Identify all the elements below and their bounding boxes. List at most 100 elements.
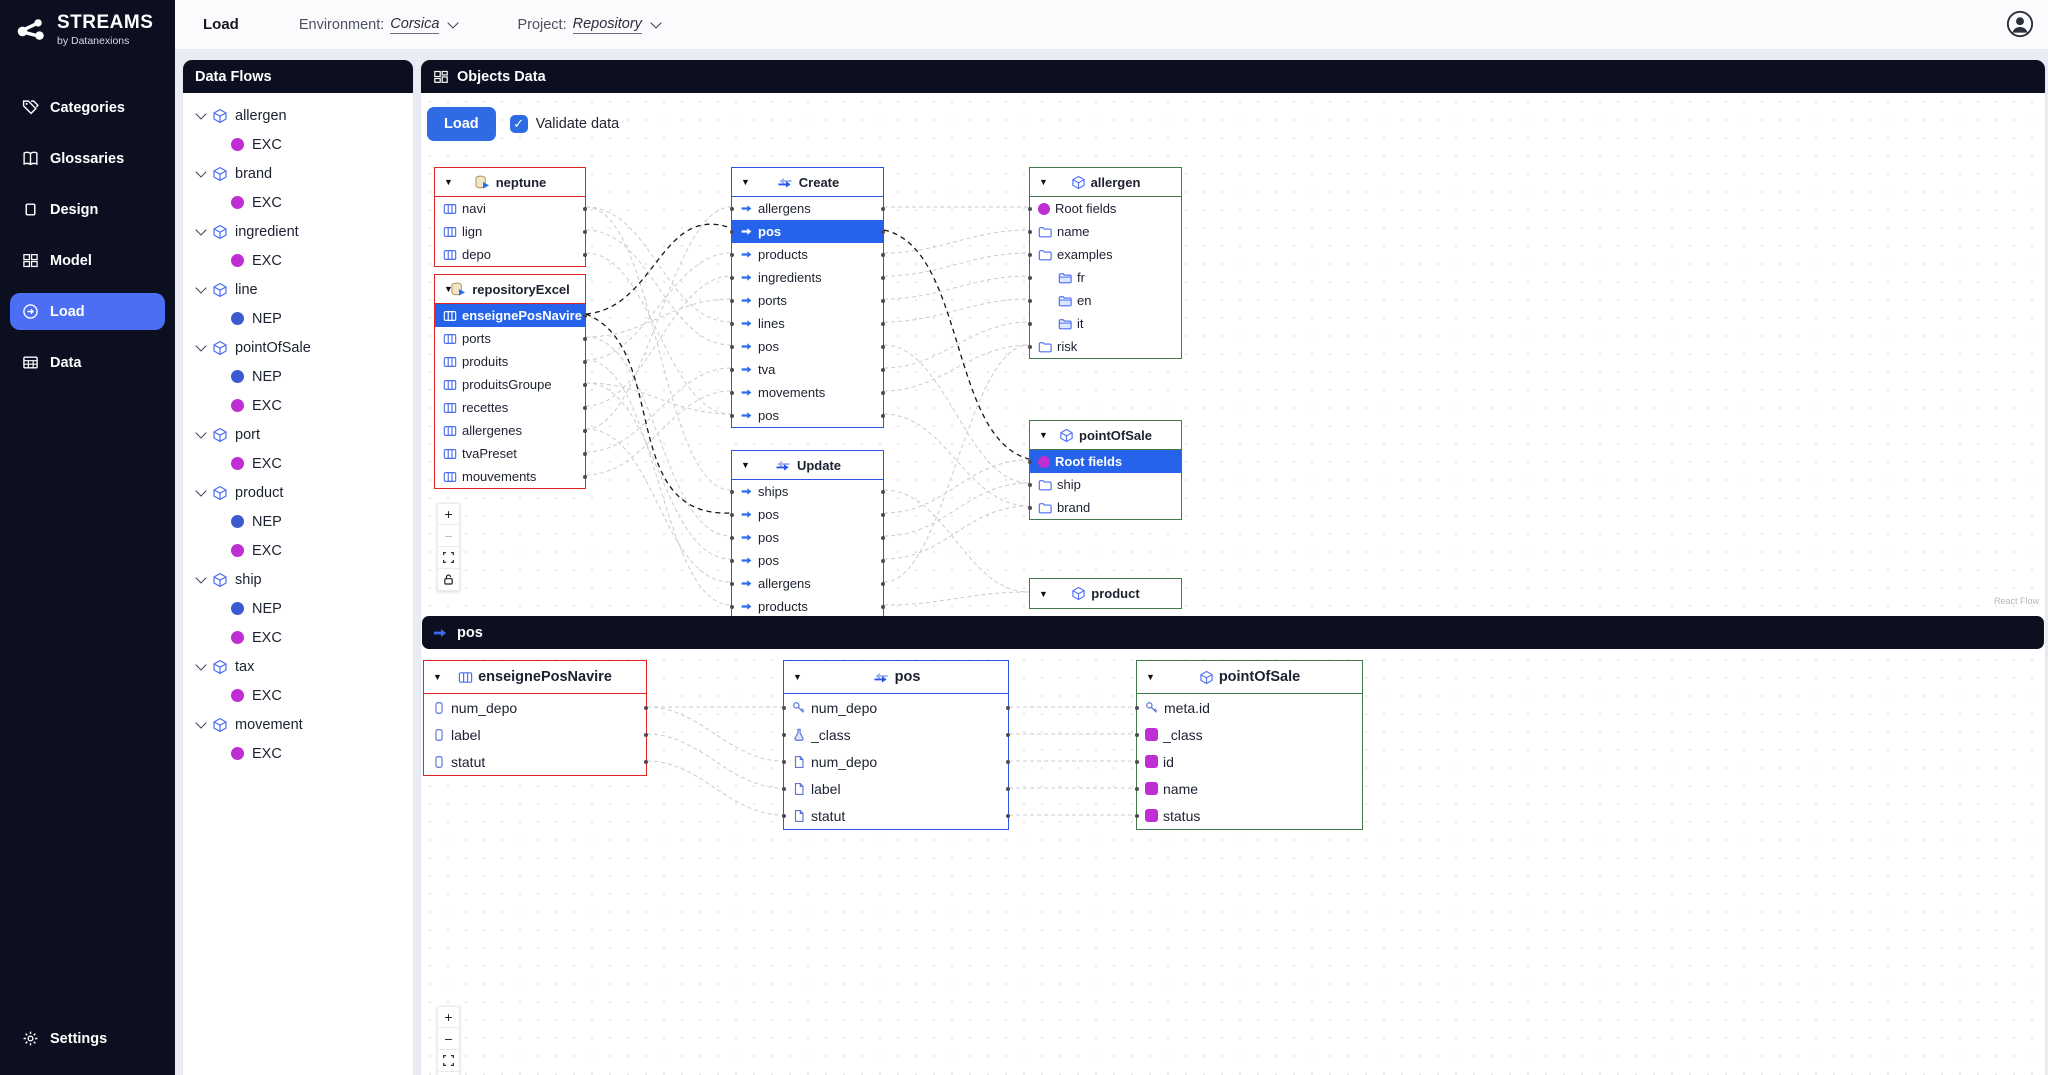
fit-view-button[interactable] bbox=[437, 547, 460, 569]
node-pointofsale-detail[interactable]: ▼pointOfSale meta.id _class id name stat… bbox=[1135, 660, 1363, 830]
fit-view-button[interactable] bbox=[437, 1050, 460, 1072]
node-row[interactable]: allergens bbox=[730, 197, 885, 220]
environment-value[interactable]: Corsica bbox=[390, 15, 440, 34]
node-row[interactable]: lines bbox=[730, 312, 885, 335]
node-row[interactable]: statut bbox=[782, 802, 1010, 829]
node-pos-detail[interactable]: ▼pos num_depo _class num_depo label stat… bbox=[782, 660, 1010, 830]
node-row[interactable]: ship bbox=[1028, 473, 1181, 496]
tree-item-exc[interactable]: EXC bbox=[189, 739, 407, 768]
node-row[interactable]: statut bbox=[424, 748, 648, 775]
collapse-caret-icon[interactable]: ▼ bbox=[433, 672, 442, 682]
tree-item-exc[interactable]: EXC bbox=[189, 188, 407, 217]
node-row[interactable]: pos bbox=[730, 404, 885, 427]
collapse-caret-icon[interactable]: ▼ bbox=[1039, 177, 1048, 187]
project-value[interactable]: Repository bbox=[572, 15, 642, 34]
node-row[interactable]: label bbox=[782, 775, 1010, 802]
tree-item-allergen[interactable]: allergen bbox=[189, 101, 407, 130]
node-row[interactable]: num_depo bbox=[782, 694, 1010, 721]
node-row[interactable]: risk bbox=[1028, 335, 1181, 358]
collapse-caret-icon[interactable]: ▼ bbox=[444, 284, 453, 294]
node-row-selected[interactable]: Root fields bbox=[1028, 450, 1181, 473]
node-row[interactable]: navi bbox=[435, 197, 587, 220]
lock-button[interactable] bbox=[437, 569, 460, 591]
tree-item-movement[interactable]: movement bbox=[189, 710, 407, 739]
node-row[interactable]: pos bbox=[730, 526, 885, 549]
node-row[interactable]: num_depo bbox=[782, 748, 1010, 775]
tree-item-exc[interactable]: EXC bbox=[189, 130, 407, 159]
zoom-out-button[interactable]: − bbox=[437, 1028, 460, 1050]
node-row[interactable]: examples bbox=[1028, 243, 1181, 266]
tree-item-port[interactable]: port bbox=[189, 420, 407, 449]
node-row[interactable]: products bbox=[730, 243, 885, 266]
node-allergen[interactable]: ▼allergen Root fields name examples fr e… bbox=[1028, 167, 1182, 359]
node-row[interactable]: fr bbox=[1028, 266, 1181, 289]
user-avatar[interactable] bbox=[2006, 10, 2034, 38]
node-pointofsale[interactable]: ▼pointOfSale Root fields ship brand bbox=[1028, 420, 1182, 520]
node-row[interactable]: ships bbox=[730, 480, 885, 503]
node-row[interactable]: name bbox=[1135, 775, 1362, 802]
collapse-caret-icon[interactable]: ▼ bbox=[1146, 672, 1155, 682]
tree-item-nep[interactable]: NEP bbox=[189, 594, 407, 623]
node-row[interactable]: allergenes bbox=[435, 419, 587, 442]
node-row[interactable]: produitsGroupe bbox=[435, 373, 587, 396]
tree-item-ship[interactable]: ship bbox=[189, 565, 407, 594]
node-row[interactable]: movements bbox=[730, 381, 885, 404]
validate-data-checkbox[interactable]: ✓ bbox=[509, 115, 528, 133]
tree-item-nep[interactable]: NEP bbox=[189, 304, 407, 333]
tree-item-exc[interactable]: EXC bbox=[189, 623, 407, 652]
zoom-out-button[interactable]: − bbox=[437, 525, 460, 547]
node-update[interactable]: ▼Update ships pos pos pos allergens prod… bbox=[730, 450, 885, 619]
node-row[interactable]: produits bbox=[435, 350, 587, 373]
node-row[interactable]: ingredients bbox=[730, 266, 885, 289]
sidebar-item-data[interactable]: Data bbox=[10, 344, 165, 381]
tree-item-exc[interactable]: EXC bbox=[189, 246, 407, 275]
node-row[interactable]: pos bbox=[730, 549, 885, 572]
collapse-caret-icon[interactable]: ▼ bbox=[1039, 430, 1048, 440]
node-row[interactable]: depo bbox=[435, 243, 587, 266]
node-row-selected[interactable]: pos bbox=[730, 220, 885, 243]
node-row[interactable]: products bbox=[730, 595, 885, 618]
node-repository-excel[interactable]: ▼repositoryExcel enseignePosNavire ports… bbox=[434, 274, 587, 489]
tree-item-exc[interactable]: EXC bbox=[189, 391, 407, 420]
environment-selector[interactable]: Environment: Corsica bbox=[299, 15, 460, 34]
node-row[interactable]: en bbox=[1028, 289, 1181, 312]
node-row[interactable]: ports bbox=[435, 327, 587, 350]
project-selector[interactable]: Project: Repository bbox=[517, 15, 662, 34]
sidebar-item-categories[interactable]: Categories bbox=[10, 89, 165, 126]
tree-item-nep[interactable]: NEP bbox=[189, 362, 407, 391]
node-row[interactable]: name bbox=[1028, 220, 1181, 243]
collapse-caret-icon[interactable]: ▼ bbox=[1039, 588, 1048, 599]
tree-item-pointofsale[interactable]: pointOfSale bbox=[189, 333, 407, 362]
tree-item-exc[interactable]: EXC bbox=[189, 449, 407, 478]
node-row[interactable]: tvaPreset bbox=[435, 442, 587, 465]
sidebar-item-load[interactable]: Load bbox=[10, 293, 165, 330]
sidebar-item-design[interactable]: Design bbox=[10, 191, 165, 228]
node-row[interactable]: status bbox=[1135, 802, 1362, 829]
collapse-caret-icon[interactable]: ▼ bbox=[793, 672, 802, 682]
node-row[interactable]: recettes bbox=[435, 396, 587, 419]
node-row[interactable]: pos bbox=[730, 503, 885, 526]
node-neptune[interactable]: ▼neptune navi lign depo bbox=[434, 167, 587, 267]
node-row-selected[interactable]: enseignePosNavire bbox=[435, 304, 587, 327]
node-row[interactable]: brand bbox=[1028, 496, 1181, 519]
node-row[interactable]: tva bbox=[730, 358, 885, 381]
node-row[interactable]: pos bbox=[730, 335, 885, 358]
node-row[interactable]: mouvements bbox=[435, 465, 587, 488]
node-row[interactable]: label bbox=[424, 721, 648, 748]
tree-item-tax[interactable]: tax bbox=[189, 652, 407, 681]
node-row[interactable]: ports bbox=[730, 289, 885, 312]
node-row[interactable]: it bbox=[1028, 312, 1181, 335]
collapse-caret-icon[interactable]: ▼ bbox=[741, 460, 750, 470]
lock-button[interactable] bbox=[437, 1072, 460, 1075]
sidebar-item-model[interactable]: Model bbox=[10, 242, 165, 279]
node-row[interactable]: id bbox=[1135, 748, 1362, 775]
tree-item-line[interactable]: line bbox=[189, 275, 407, 304]
node-row[interactable]: allergens bbox=[730, 572, 885, 595]
zoom-in-button[interactable]: + bbox=[437, 503, 460, 525]
sidebar-item-settings[interactable]: Settings bbox=[10, 1020, 165, 1057]
tree-item-brand[interactable]: brand bbox=[189, 159, 407, 188]
load-button[interactable]: Load bbox=[427, 107, 496, 141]
node-product[interactable]: ▼product bbox=[1029, 578, 1182, 609]
node-row[interactable]: lign bbox=[435, 220, 587, 243]
node-row[interactable]: _class bbox=[1135, 721, 1362, 748]
